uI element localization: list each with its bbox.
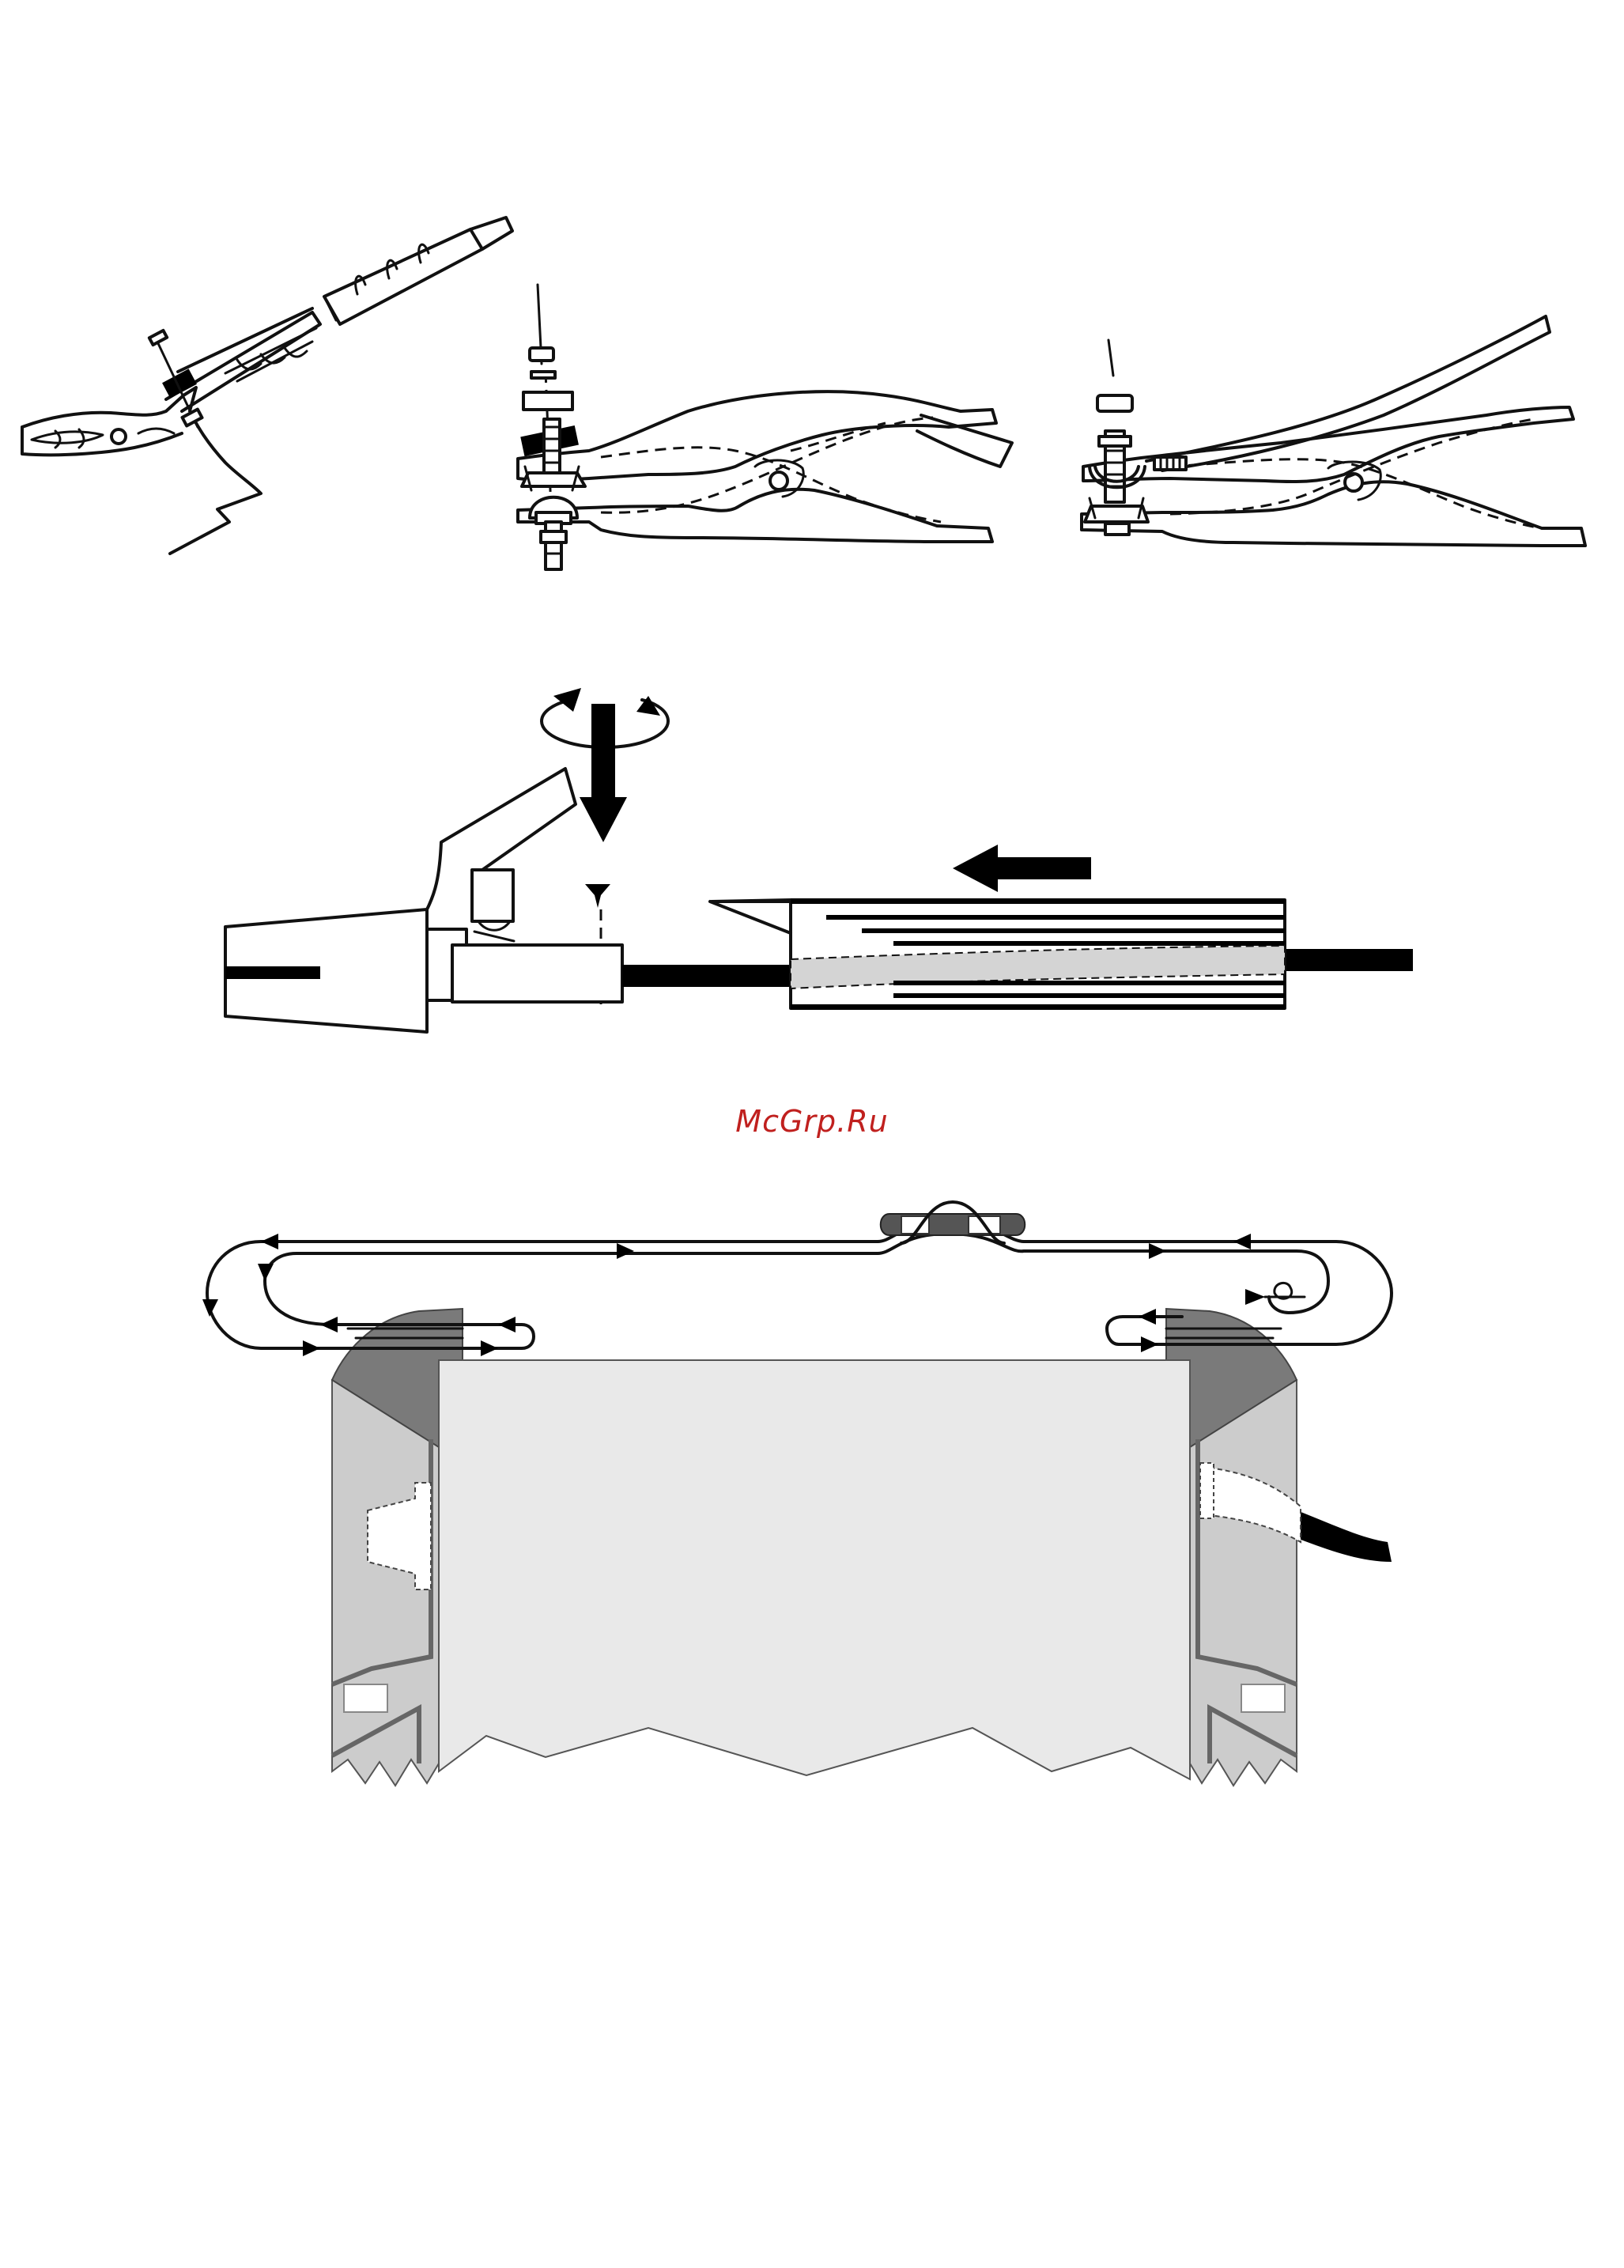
figure-clamp-screw-assembled (1082, 316, 1585, 546)
figure-holder-cable-assembly (225, 688, 1413, 1032)
down-arrow-icon (580, 704, 627, 842)
lower-jaw-assembled (1082, 482, 1585, 546)
left-arrow-icon (953, 845, 1091, 892)
housing-front-panel (439, 1360, 1190, 1779)
routed-cable-outer (878, 1222, 1392, 1344)
output-cable (1297, 1510, 1392, 1562)
figure-cable-routing-on-housing (202, 1202, 1392, 1786)
clamp-jaws (22, 387, 261, 554)
lower-jaw (518, 490, 992, 542)
figure-clamp-screw-exploded (518, 285, 1012, 569)
watermark-text: McGrp.Ru (0, 1104, 1624, 1139)
figure-clamp-cable-insertion (22, 217, 512, 554)
